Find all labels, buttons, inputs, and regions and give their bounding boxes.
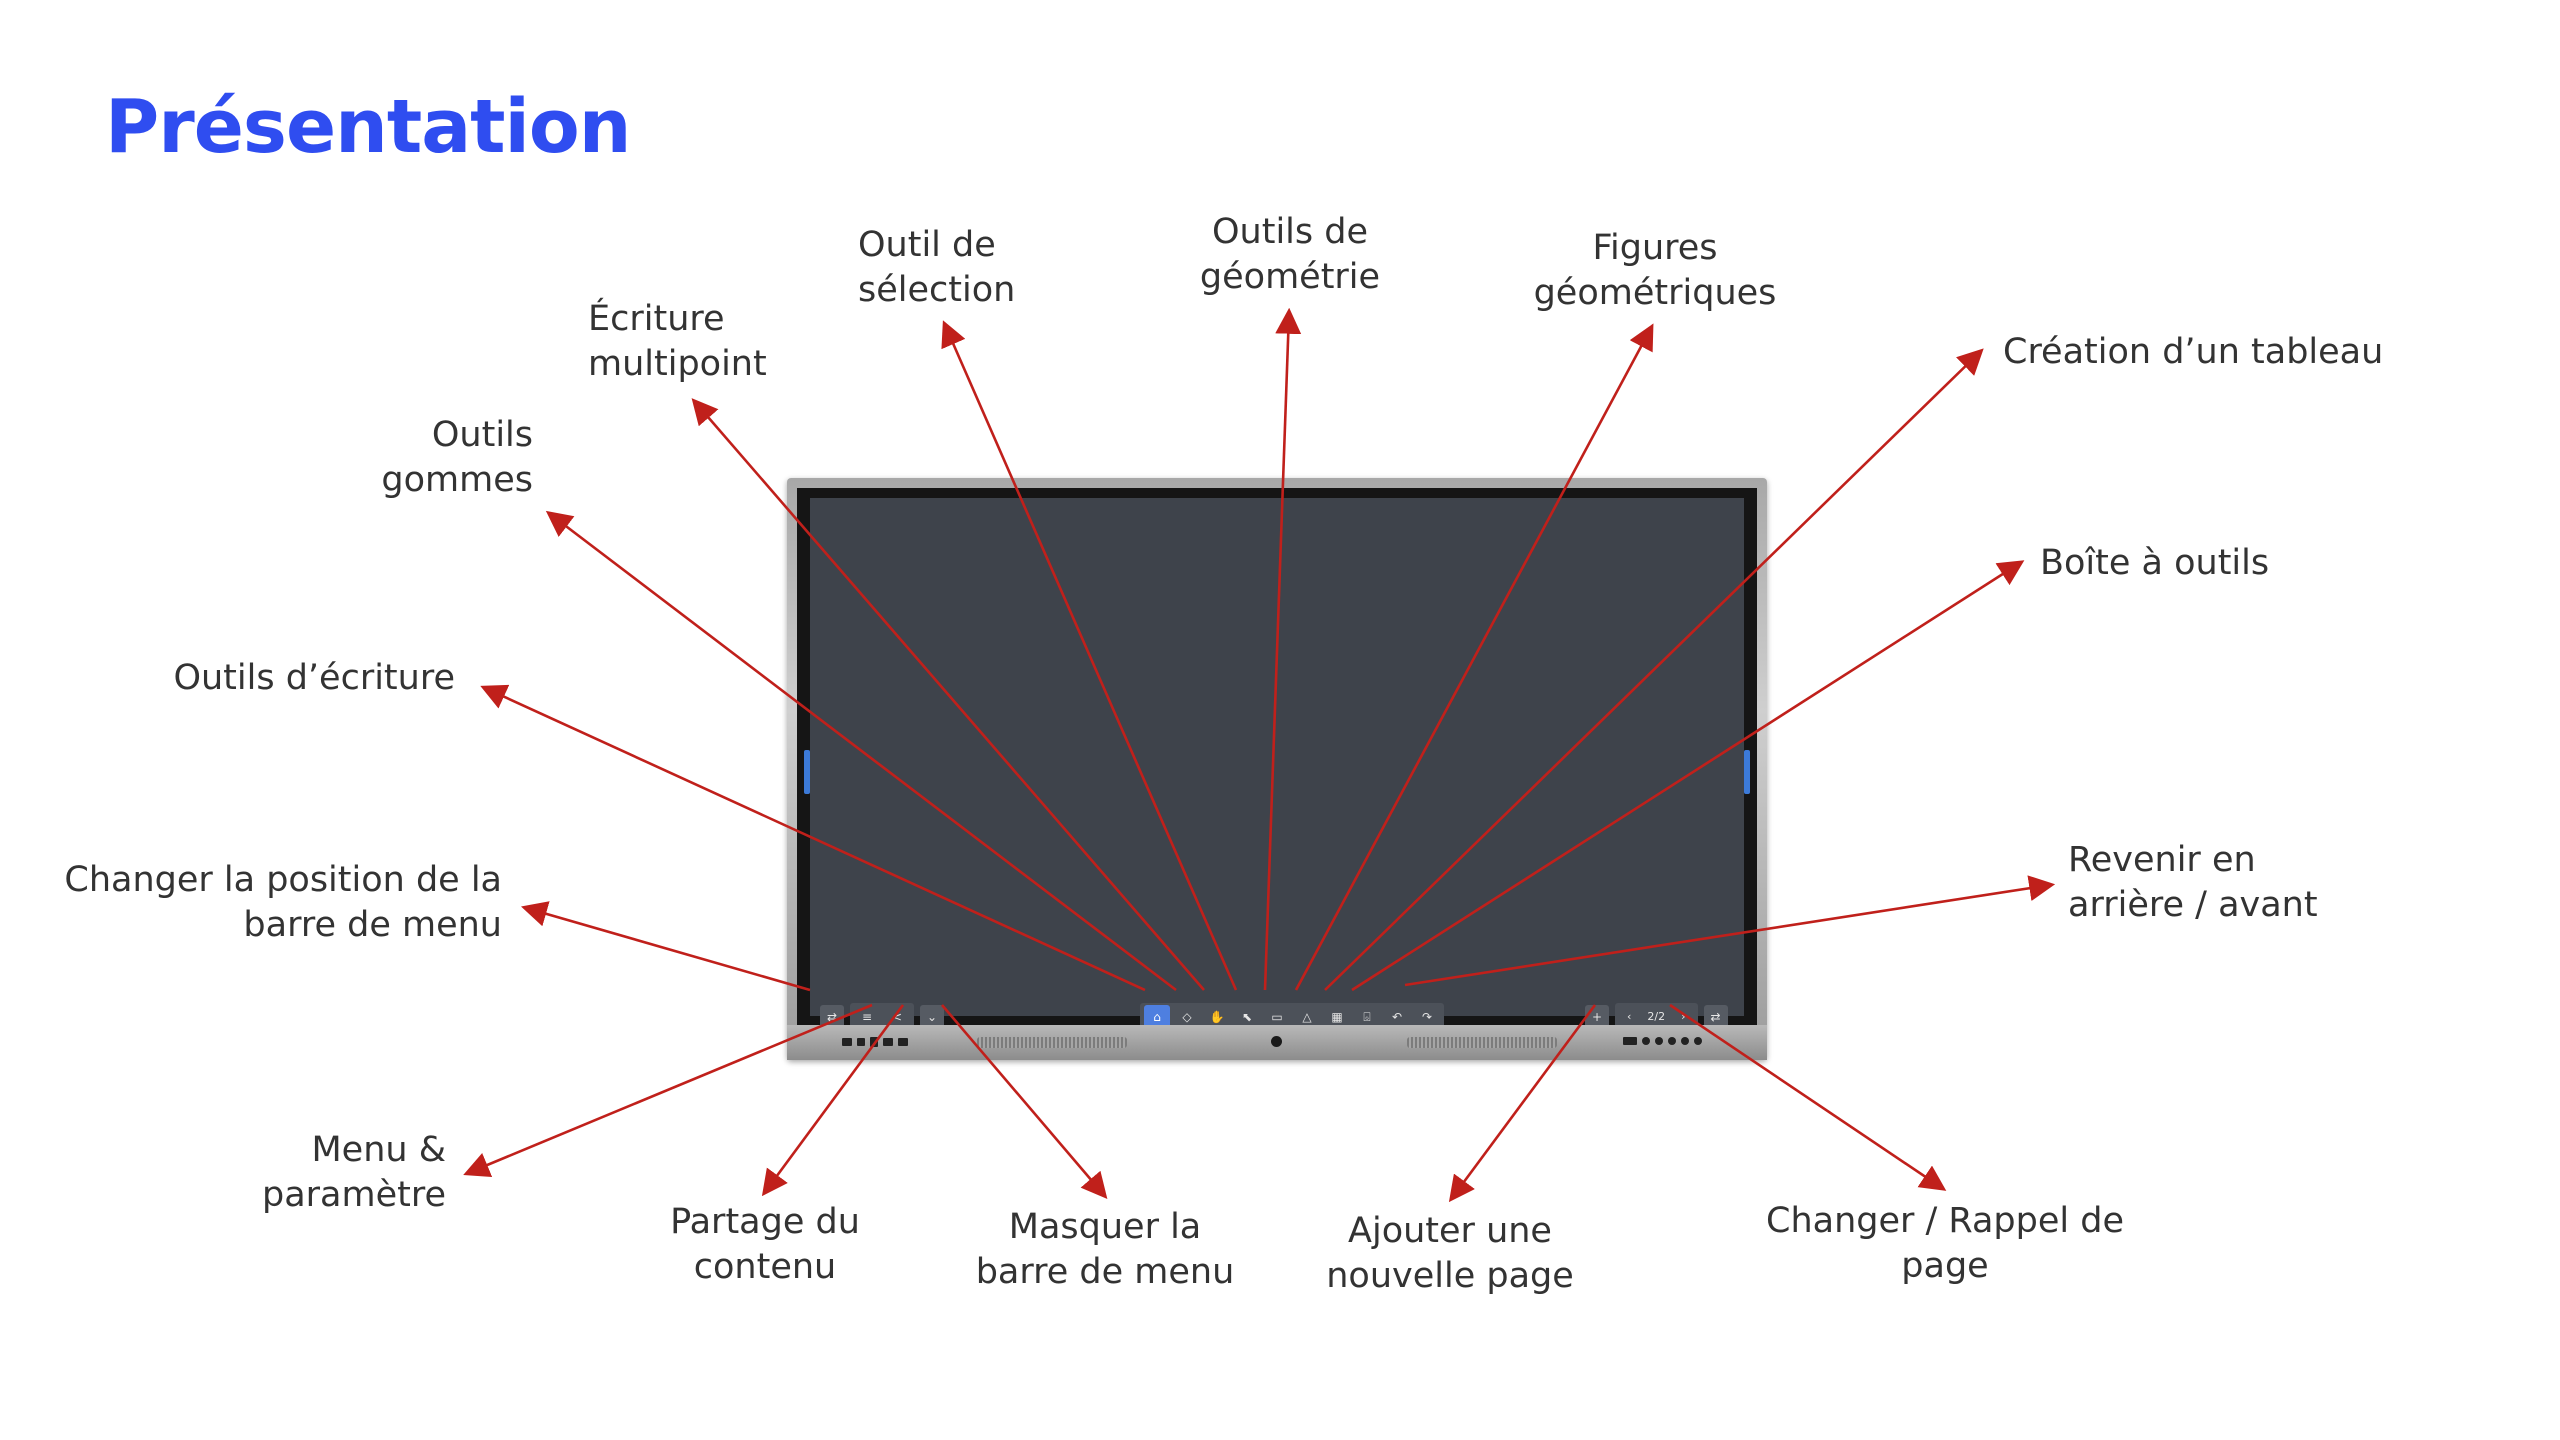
arrow-changer-rappel <box>1669 1003 1947 1191</box>
arrow-ajouter-page <box>1448 1004 1597 1203</box>
page-title: Présentation <box>105 84 631 170</box>
page-indicator[interactable]: 2/2 <box>1647 1010 1666 1023</box>
select-tool-button[interactable]: ⬉ <box>1241 1010 1253 1024</box>
label-figures-geometriques: Figures géométriques <box>1533 228 1777 313</box>
arrow-masquer-barre <box>941 1004 1108 1199</box>
label-revenir: Revenir en arrière / avant <box>2068 840 2318 925</box>
label-outils-geometrie: Outils de géométrie <box>1199 212 1381 297</box>
arrow-outils-geometrie <box>1263 307 1302 991</box>
arrow-figures-geometriques <box>1294 323 1654 991</box>
arrow-partage-contenu <box>761 1004 905 1197</box>
label-changer-position: Changer la position de la barre de menu <box>64 860 502 945</box>
redo-button[interactable]: ↷ <box>1421 1010 1433 1024</box>
camera-icon <box>1271 1036 1282 1047</box>
arrow-outils-ecriture <box>480 684 1146 992</box>
shapes-tool-button[interactable]: △ <box>1302 1010 1312 1024</box>
arrow-boite-outils <box>1351 560 2025 992</box>
undo-button[interactable]: ↶ <box>1391 1010 1403 1024</box>
share-button[interactable]: < <box>891 1010 903 1024</box>
interactive-display: ⇄ ≡ < ⌄ ⌂ ◇ ✋ ⬉ ▭ △ ▦ ⌺ ↶ <box>787 478 1767 1060</box>
label-ecriture-multipoint: Écriture multipoint <box>588 299 767 384</box>
arrow-menu-parametre <box>463 1003 873 1178</box>
label-outils-gommes: Outils gommes <box>381 415 533 500</box>
arrow-creation-tableau <box>1324 348 1984 991</box>
label-menu-parametre: Menu & paramètre <box>261 1130 446 1215</box>
arrow-revenir <box>1404 875 2056 987</box>
label-ajouter-page: Ajouter une nouvelle page <box>1326 1211 1574 1296</box>
label-boite-outils: Boîte à outils <box>2040 543 2270 583</box>
arrow-outils-gommes <box>545 510 1177 992</box>
arrow-outil-selection <box>941 320 1238 991</box>
right-side-handle[interactable] <box>1744 750 1750 794</box>
label-creation-tableau: Création d’un tableau <box>2003 332 2384 372</box>
label-masquer-barre: Masquer la barre de menu <box>975 1207 1235 1292</box>
arrow-changer-position <box>521 901 811 992</box>
right-ports <box>1623 1037 1702 1045</box>
table-tool-button[interactable]: ▦ <box>1331 1010 1343 1024</box>
menu-button[interactable]: ≡ <box>861 1010 873 1024</box>
label-outils-ecriture: Outils d’écriture <box>173 658 455 698</box>
label-changer-rappel: Changer / Rappel de page <box>1766 1201 2124 1286</box>
toolbox-button[interactable]: ⌺ <box>1363 1010 1371 1024</box>
label-outil-selection: Outil de sélection <box>858 225 1016 310</box>
prev-page-button[interactable]: ‹ <box>1627 1010 1632 1023</box>
eraser-tool-button[interactable]: ◇ <box>1182 1010 1192 1024</box>
left-speaker-grille <box>977 1037 1127 1048</box>
multipoint-tool-button[interactable]: ✋ <box>1209 1010 1225 1024</box>
arrow-ecriture-multipoint <box>691 398 1205 991</box>
geometry-tool-button[interactable]: ▭ <box>1271 1010 1283 1024</box>
right-speaker-grille <box>1407 1037 1557 1048</box>
display-chin <box>787 1025 1767 1060</box>
next-page-button[interactable]: › <box>1681 1010 1686 1023</box>
label-partage-contenu: Partage du contenu <box>670 1202 860 1287</box>
display-bezel: ⇄ ≡ < ⌄ ⌂ ◇ ✋ ⬉ ▭ △ ▦ ⌺ ↶ <box>797 488 1757 1031</box>
left-side-handle[interactable] <box>804 750 810 794</box>
display-screen: ⇄ ≡ < ⌄ ⌂ ◇ ✋ ⬉ ▭ △ ▦ ⌺ ↶ <box>804 498 1750 1031</box>
left-ports <box>842 1037 908 1047</box>
